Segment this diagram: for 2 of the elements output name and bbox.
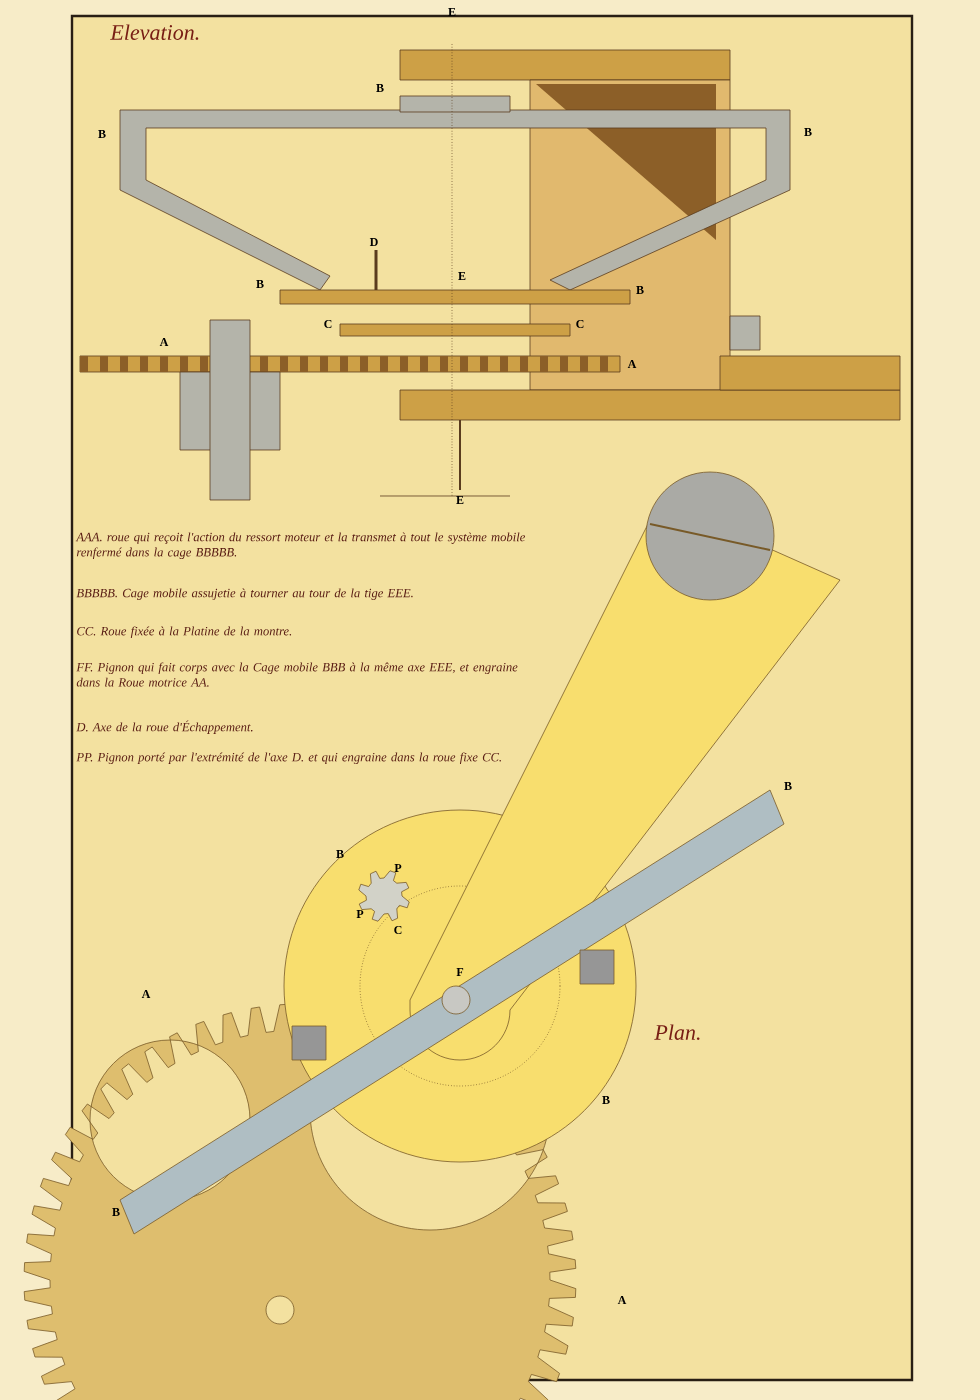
view-title: Elevation. [110, 24, 199, 40]
view-title: Plan. [654, 1024, 700, 1040]
